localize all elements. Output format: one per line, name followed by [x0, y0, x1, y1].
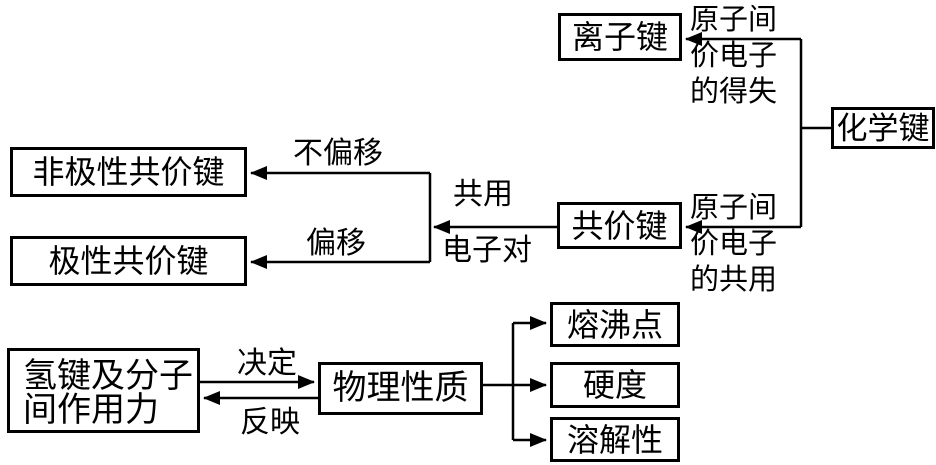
covalent-condition-line1: 原子间 — [690, 192, 778, 224]
covalent-condition-line3: 的共用 — [690, 264, 778, 296]
hydrogen-bond-label-line1: 氢键及分子 — [23, 358, 193, 395]
edge-label-shifted: 偏移 — [306, 227, 366, 260]
edge-label-shared-top: 共用 — [453, 178, 513, 211]
node-solubility: 溶解性 — [550, 417, 680, 462]
ionic-condition-line2: 价电子 — [690, 40, 778, 72]
node-nonpolar-covalent-bond: 非极性共价键 — [10, 147, 247, 197]
edge-label-not-shifted: 不偏移 — [293, 137, 383, 170]
node-hydrogen-bond-intermolecular-force: 氢键及分子 间作用力 — [7, 348, 200, 433]
node-chemical-bond: 化学键 — [831, 107, 935, 149]
node-polar-covalent-bond: 极性共价键 — [10, 236, 247, 286]
ionic-condition-line3: 的得失 — [690, 76, 778, 108]
node-physical-properties: 物理性质 — [318, 362, 483, 415]
edge-label-determines: 决定 — [237, 347, 297, 380]
hydrogen-bond-label-line2: 间作用力 — [23, 392, 159, 429]
node-covalent-bond: 共价键 — [557, 202, 682, 249]
ionic-condition-line1: 原子间 — [690, 4, 778, 36]
edge-label-covalent-condition: 原子间 价电子 的共用 — [690, 190, 777, 298]
node-melting-boiling-point: 熔沸点 — [550, 302, 680, 347]
node-ionic-bond: 离子键 — [558, 13, 682, 61]
edge-label-shared-bottom: 电子对 — [442, 234, 532, 267]
edge-label-reflects: 反映 — [240, 406, 300, 439]
covalent-condition-line2: 价电子 — [690, 228, 778, 260]
node-hardness: 硬度 — [550, 362, 680, 408]
edge-label-ionic-condition: 原子间 价电子 的得失 — [690, 2, 777, 110]
